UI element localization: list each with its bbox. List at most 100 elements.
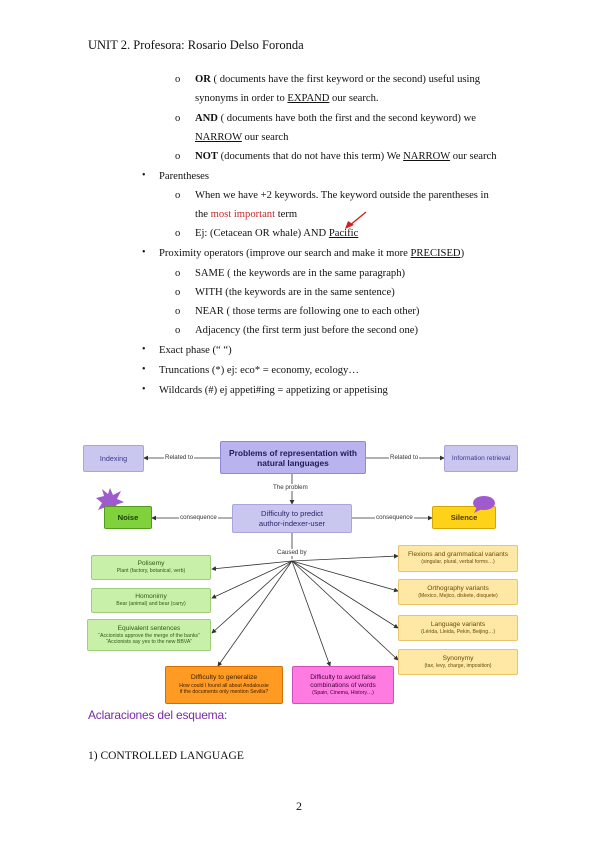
difficulty-false-combinations-box: Difficulty to avoid false combinations o…	[292, 666, 394, 704]
sub-bullet: o	[175, 228, 181, 239]
the-problem-label: The problem	[272, 484, 309, 491]
or-text: ( documents have the first keyword or th…	[210, 74, 481, 85]
near-item: NEAR ( those terms are following one to …	[195, 306, 420, 317]
central-problem-box: Problems of representation with natural …	[220, 441, 366, 474]
orthography-box: Orthography variants (Mexico, Mejico, di…	[398, 579, 518, 605]
difficulty-title: Difficulty to predict	[261, 509, 323, 518]
section-heading: Aclaraciones del esquema:	[88, 708, 228, 722]
list-item-or: OR ( documents have the first keyword or…	[195, 73, 480, 86]
pacific-word: Pacific	[328, 228, 359, 239]
proximity-close: )	[460, 248, 465, 259]
page-header: UNIT 2. Profesora: Rosario Delso Foronda	[88, 38, 304, 52]
noise-label: Noise	[117, 513, 139, 522]
adjacency-item: Adjacency (the first term just before th…	[195, 325, 418, 336]
bullet: •	[142, 344, 146, 355]
false-sub: (Spain, Cinema, History…)	[312, 689, 374, 696]
silence-label: Silence	[450, 513, 478, 522]
concept-diagram: Indexing Problems of representation with…	[80, 433, 525, 708]
and-text: ( documents have both the first and the …	[217, 113, 476, 124]
not-text: (documents that do not have this term) W…	[217, 151, 404, 162]
language-variants-box: Language variants (Lérida, Lleida, Pekin…	[398, 615, 518, 641]
par-text2b: term	[275, 209, 298, 220]
bullet: •	[142, 364, 146, 375]
ortho-title: Orthography variants	[427, 584, 489, 592]
sub-bullet: o	[175, 325, 181, 336]
bullet: •	[142, 247, 146, 258]
equiv-title: Equivalent sentences	[117, 624, 181, 632]
sub-bullet: o	[175, 190, 181, 201]
silence-speech-bubble-icon	[473, 496, 495, 513]
flexions-sub: (singular, plural, verbal forms…)	[421, 559, 495, 566]
silence-box: Silence	[432, 506, 496, 529]
or-text2a: synonyms in order to	[195, 93, 288, 104]
sub-bullet: o	[175, 306, 181, 317]
par-text2a: the	[195, 209, 211, 220]
sub-bullet: o	[175, 113, 181, 124]
page-number: 2	[296, 799, 302, 813]
difficulty-sub: author-indexer-user	[258, 518, 326, 528]
false-title: Difficulty to avoid false	[310, 673, 376, 681]
noise-box: Noise	[104, 506, 152, 529]
sub-bullet: o	[175, 268, 181, 279]
polisemy-box: Polisemy Plant (factory, botanical, verb…	[91, 555, 211, 580]
lang-sub: (Lérida, Lleida, Pekin, Beijing…)	[420, 628, 496, 635]
example-text: Ej: (Cetacean OR whale) AND	[195, 228, 329, 239]
controlled-language-heading: 1) CONTROLLED LANGUAGE	[88, 750, 244, 762]
syn-sub: (tax, levy, charge, imposition)	[424, 662, 492, 669]
related-label-left: Related to	[164, 454, 195, 461]
consequence-label-right: consequence	[375, 514, 414, 521]
synonymy-box: Synonymy (tax, levy, charge, imposition)	[398, 649, 518, 675]
expand-word: EXPAND	[287, 93, 330, 104]
homonimy-title: Homonimy	[135, 593, 167, 601]
homonimy-sub: Bear (animal) and bear (carry)	[116, 601, 186, 608]
parentheses-text: When we have +2 keywords. The keyword ou…	[195, 190, 489, 201]
list-item-or-cont: synonyms in order to EXPAND our search.	[195, 92, 379, 105]
caused-by-label: Caused by	[276, 549, 308, 556]
consequence-label-left: consequence	[179, 514, 218, 521]
lang-title: Language variants	[430, 620, 486, 628]
flexions-box: Flexions and grammatical variants (singu…	[398, 545, 518, 572]
list-item-and-cont: NARROW our search	[195, 131, 288, 144]
retrieval-label: Information retrieval	[451, 455, 511, 462]
sub-bullet: o	[175, 151, 181, 162]
and-text2: our search	[241, 132, 289, 143]
difficulty-generalize-box: Difficulty to generalize How could I fou…	[165, 666, 283, 704]
not-text2: our search	[450, 151, 497, 162]
truncations-item: Truncations (*) ej: eco* = economy, ecol…	[159, 365, 359, 376]
central-problem-label: Problems of representation with natural …	[229, 447, 357, 468]
general-sub2: if the documents only mention Sevilla?	[179, 689, 269, 696]
exact-item: Exact phase (“ “)	[159, 345, 232, 356]
or-text2b: our search.	[329, 93, 379, 104]
equiv-sub2: “Accionists say yes to the new BBVA”	[105, 639, 193, 645]
sub-bullet: o	[175, 74, 181, 85]
or-keyword: OR	[195, 74, 211, 85]
parentheses-text-cont: the most important term	[195, 208, 297, 221]
general-sub1: How could I found all about Andalousie	[179, 682, 269, 689]
syn-title: Synonymy	[442, 654, 474, 662]
false-title2: combinations of words	[310, 681, 376, 689]
red-arrow-icon	[345, 211, 367, 229]
information-retrieval-box: Information retrieval	[444, 445, 518, 472]
narrow-word: NARROW	[195, 132, 242, 143]
wildcards-item: Wildcards (#) ej appeti#ing = appetizing…	[159, 385, 388, 396]
list-item-proximity: Proximity operators (improve our search …	[159, 247, 464, 260]
and-keyword: AND	[195, 113, 218, 124]
proximity-text: Proximity operators (improve our search …	[159, 248, 411, 259]
diagram-connectors	[143, 455, 445, 667]
equiv-sub1: “Accionists approve the merge of the ban…	[98, 632, 200, 639]
precised-word: PRECISED	[410, 248, 461, 259]
bullet: •	[142, 384, 146, 395]
ortho-sub: (Mexico, Mejico, diskete, disquete)	[418, 592, 498, 599]
not-keyword: NOT	[195, 151, 218, 162]
list-item-not: NOT (documents that do not have this ter…	[195, 150, 497, 163]
list-item-parentheses: Parentheses	[159, 171, 210, 182]
flexions-title: Flexions and grammatical variants	[407, 551, 509, 559]
parentheses-example: Ej: (Cetacean OR whale) AND Pacific	[195, 227, 358, 240]
bullet: •	[142, 170, 146, 181]
most-important: most important	[210, 209, 276, 220]
sub-bullet: o	[175, 287, 181, 298]
difficulty-predict-box: Difficulty to predict author-indexer-use…	[232, 504, 352, 533]
polisemy-sub: Plant (factory, botanical, verb)	[116, 568, 186, 575]
polisemy-title: Polisemy	[137, 560, 165, 568]
general-title: Difficulty to generalize	[190, 674, 258, 682]
